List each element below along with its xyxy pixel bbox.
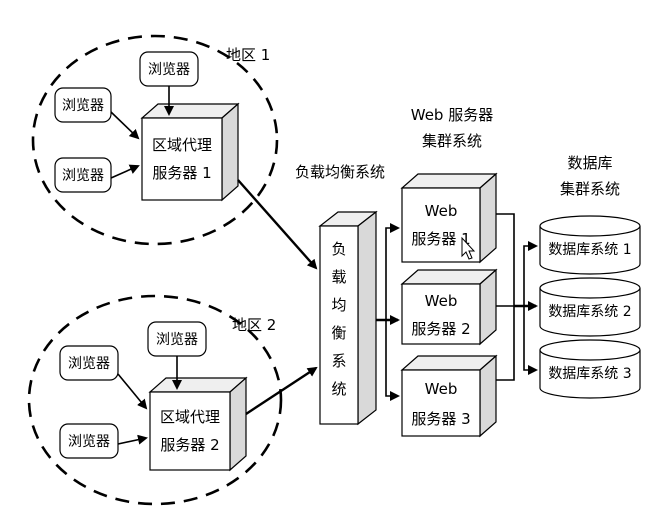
- load-balancer-char-6: 统: [331, 380, 346, 398]
- database-2: 数据库系统 2: [539, 277, 641, 337]
- load-balancer-box: 负 载 均 衡 系 统: [318, 210, 378, 426]
- browser-label: 浏览器: [156, 332, 198, 348]
- arrow-balancer-to-web-1: [376, 223, 400, 321]
- browser-label: 浏览器: [62, 98, 104, 114]
- load-balancer-caption: 负载均衡系统: [295, 163, 385, 181]
- mouse-cursor-icon: [461, 236, 476, 260]
- database-1-label: 数据库系统 1: [548, 242, 631, 258]
- arrow-browser-to-proxy-2c: [117, 434, 148, 445]
- web-cluster-title-line1: Web 服务器: [411, 106, 493, 124]
- arrow-proxy-2-to-balancer: [245, 366, 318, 416]
- proxy-server-1-line2: 服务器 1: [152, 164, 211, 182]
- arrow-proxy-1-to-balancer: [237, 179, 318, 270]
- browser-node-r2-top: 浏览器: [147, 321, 207, 357]
- arrow-browser-to-proxy-1c: [110, 164, 140, 179]
- database-2-label: 数据库系统 2: [548, 304, 631, 320]
- region-1-boundary: [31, 34, 279, 246]
- db-cluster-title-line2: 集群系统: [560, 180, 620, 198]
- region-2-label: 地区 2: [232, 316, 276, 334]
- web-server-2: Web 服务器 2: [400, 268, 498, 346]
- web-server-3-line2: 服务器 3: [411, 410, 470, 428]
- web-server-2-line1: Web: [425, 292, 458, 310]
- browser-node-r1-left-top: 浏览器: [54, 87, 112, 123]
- web-server-1-line2: 服务器 1: [411, 230, 470, 248]
- web-server-1-line1: Web: [425, 202, 458, 220]
- browser-label: 浏览器: [68, 434, 110, 450]
- browser-node-r2-left-bottom: 浏览器: [59, 423, 119, 459]
- proxy-server-2-line2: 服务器 2: [160, 436, 219, 454]
- browser-node-r2-left-top: 浏览器: [59, 345, 119, 381]
- web-to-db-bus: [496, 213, 515, 381]
- proxy-server-2-line1: 区域代理: [160, 408, 220, 426]
- database-3: 数据库系统 3: [539, 339, 641, 399]
- browser-node-r1-top: 浏览器: [139, 51, 199, 87]
- web-server-1: Web 服务器 1: [400, 172, 498, 264]
- arrow-browser-to-proxy-1b: [110, 111, 140, 140]
- browser-label: 浏览器: [68, 356, 110, 372]
- browser-node-r1-left-bottom: 浏览器: [54, 157, 112, 193]
- web-server-3: Web 服务器 3: [400, 354, 498, 438]
- load-balancer-char-1: 负: [331, 240, 346, 258]
- database-1: 数据库系统 1: [539, 215, 641, 275]
- browser-label: 浏览器: [148, 62, 190, 78]
- db-cluster-title-line1: 数据库: [567, 154, 612, 172]
- load-balancer-char-4: 衡: [331, 324, 346, 342]
- web-cluster-title-line2: 集群系统: [422, 132, 482, 150]
- arrow-bus-to-db-3: [523, 306, 538, 375]
- proxy-server-2: 区域代理 服务器 2: [148, 376, 248, 472]
- proxy-server-1: 区域代理 服务器 1: [140, 102, 240, 202]
- proxy-server-1-line1: 区域代理: [152, 136, 212, 154]
- browser-label: 浏览器: [62, 168, 104, 184]
- load-balancer-char-2: 载: [331, 268, 346, 286]
- web-server-3-line1: Web: [425, 380, 458, 398]
- region-2-boundary: [27, 294, 283, 506]
- arrow-bus-to-db-1: [514, 241, 538, 307]
- database-3-label: 数据库系统 3: [548, 366, 631, 382]
- arrow-browser-to-proxy-2b: [117, 373, 148, 410]
- load-balancer-char-3: 均: [331, 296, 346, 314]
- arrow-balancer-to-web-3: [385, 320, 400, 401]
- load-balancer-char-5: 系: [331, 352, 346, 370]
- web-server-2-line2: 服务器 2: [411, 320, 470, 338]
- region-1-label: 地区 1: [226, 46, 270, 64]
